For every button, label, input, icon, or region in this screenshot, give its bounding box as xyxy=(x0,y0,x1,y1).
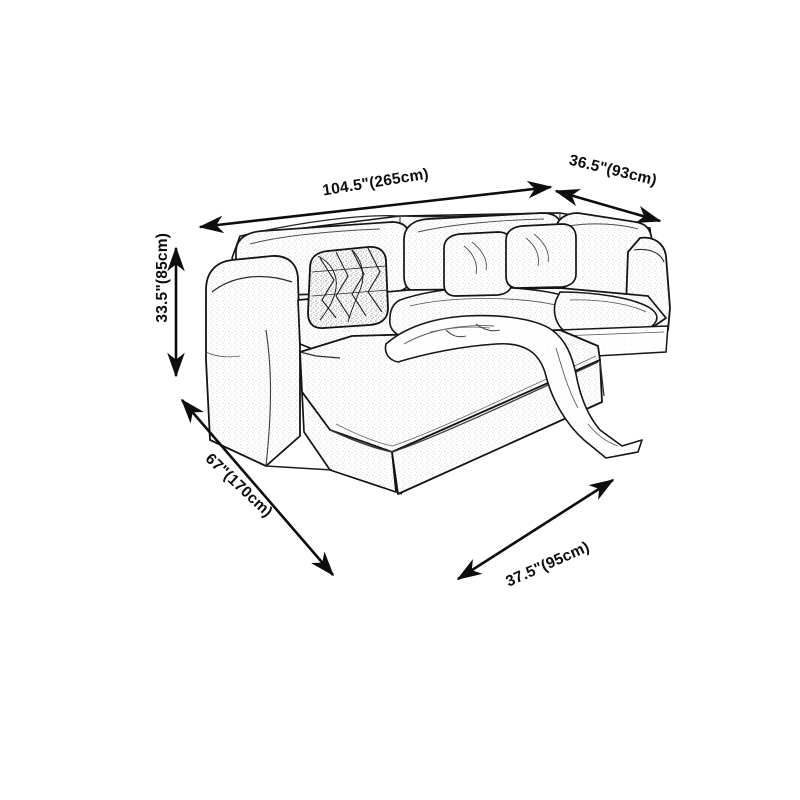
chaise-base-edge xyxy=(395,491,403,495)
accent-pillow-left xyxy=(443,231,513,297)
throw-blanket xyxy=(384,314,643,459)
accent-pillow-patterned xyxy=(307,246,389,329)
chaise-length-dimension-arrow xyxy=(180,398,335,577)
sofa-drawing xyxy=(205,212,671,495)
arm-base-edge xyxy=(265,465,333,471)
width-dimension-arrow xyxy=(198,180,553,234)
height-dimension-label: 33.5"(85cm) xyxy=(154,232,172,323)
accent-pillow-right xyxy=(505,223,577,289)
dimension-arrows xyxy=(167,180,662,581)
sofa-chaise xyxy=(299,329,605,495)
seat-depth-dimension-arrow xyxy=(456,478,615,581)
back-depth-dimension-arrow xyxy=(554,188,662,224)
sofa-left-arm xyxy=(205,255,301,467)
chaise-seam xyxy=(299,351,341,359)
